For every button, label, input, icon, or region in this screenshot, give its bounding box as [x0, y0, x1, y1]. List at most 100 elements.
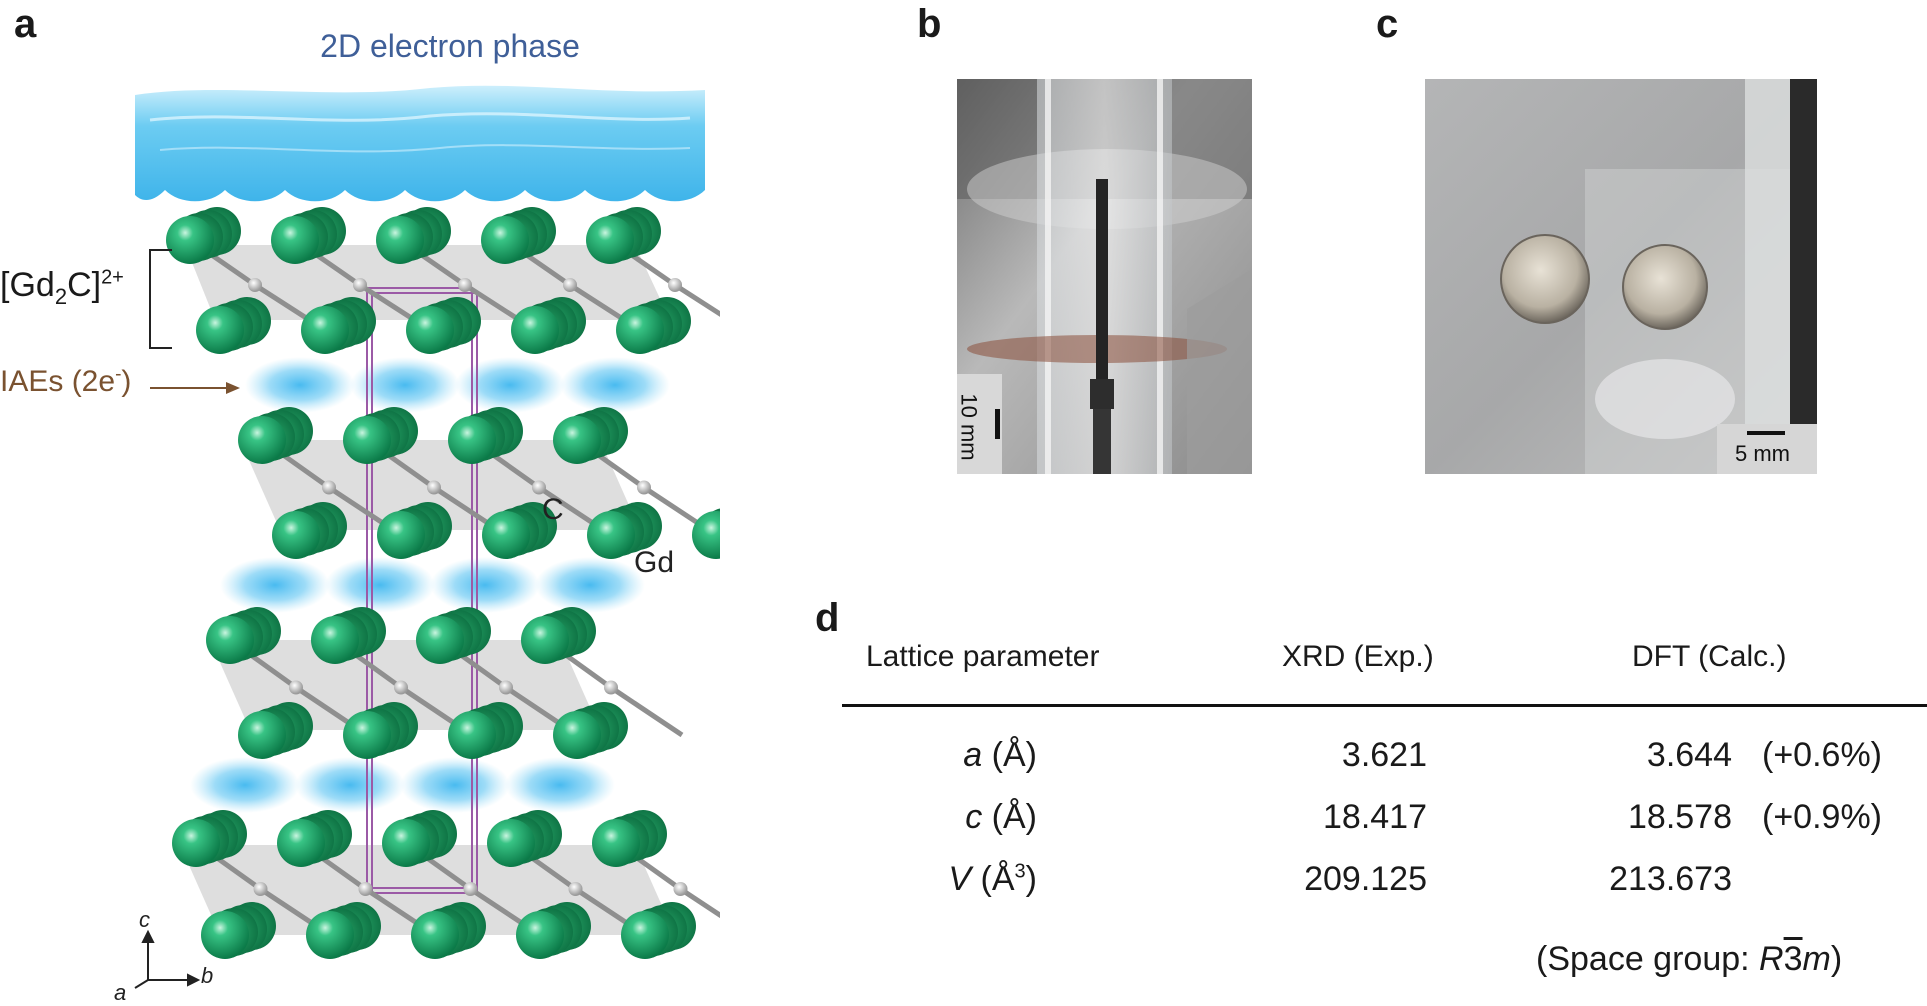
gd-atom — [586, 216, 634, 264]
layer-bracket — [149, 249, 172, 349]
gd-atom — [481, 216, 529, 264]
axis-a-label: a — [114, 980, 127, 1005]
gd-atom — [553, 711, 601, 759]
carbon-atom — [427, 480, 441, 495]
scalebar-b-label: 10 mm — [957, 393, 982, 461]
header-lattice-parameter: Lattice parameter — [866, 640, 1100, 673]
iae-arrow — [150, 382, 240, 394]
scalebar-c-label: 5 mm — [1735, 441, 1790, 466]
carbon-atom — [394, 680, 408, 695]
dft-diff: (+0.9%) — [1762, 798, 1882, 836]
panel-b-letter: b — [917, 2, 942, 46]
electron-phase-title: 2D electron phase — [320, 28, 580, 64]
panel-a-letter: a — [14, 2, 37, 46]
xrd-value: 18.417 — [1323, 798, 1427, 836]
gd-atom — [301, 306, 349, 354]
axis-b-label: b — [201, 963, 214, 988]
photo-c: 5 mm — [1425, 79, 1817, 474]
panel-d-letter: d — [815, 596, 840, 640]
lattice-parameter-table: Lattice parameter XRD (Exp.) DFT (Calc.) — [842, 640, 1927, 700]
gd-atom — [416, 616, 464, 664]
gd-atom — [238, 711, 286, 759]
gd-atom — [277, 819, 325, 867]
gd-atom — [238, 416, 286, 464]
param-cell: V (Å3) — [948, 860, 1037, 898]
photo-b: 10 mm — [957, 79, 1252, 474]
gd-atom — [271, 216, 319, 264]
gd-atom — [343, 416, 391, 464]
gd-atom — [616, 306, 664, 354]
gd-atom — [406, 306, 454, 354]
carbon-atom — [668, 278, 682, 292]
gd-atom — [411, 911, 459, 959]
gd-atom — [376, 216, 424, 264]
param-cell: c (Å) — [965, 798, 1037, 836]
electron-sea — [135, 85, 705, 202]
carbon-atom — [353, 278, 367, 292]
space-group-note: (Space group: R3m) — [1536, 940, 1843, 978]
param-cell: a (Å) — [963, 736, 1037, 774]
header-xrd: XRD (Exp.) — [1282, 640, 1434, 673]
gd-atom — [306, 911, 354, 959]
gd-atom — [382, 819, 430, 867]
dft-value: 18.578 — [1628, 798, 1732, 836]
gd-atom — [516, 911, 564, 959]
axis-c-label: c — [139, 907, 150, 932]
gd-atom — [587, 511, 635, 559]
dft-value: 3.644 — [1646, 736, 1732, 774]
iae-label: IAEs (2e-) — [0, 364, 132, 398]
carbon-atom — [463, 882, 478, 896]
table-header-rule — [842, 704, 1927, 707]
dft-diff: (+0.6%) — [1762, 736, 1882, 774]
gd-atom — [343, 711, 391, 759]
gd-atom — [521, 616, 569, 664]
carbon-atom — [248, 278, 262, 292]
gd-atoms — [166, 207, 720, 959]
carbon-atom — [253, 882, 268, 896]
gadolinium-atom-label: Gd — [634, 546, 675, 579]
gd-atom — [448, 416, 496, 464]
gd-atom — [448, 711, 496, 759]
gd-c-bond — [673, 282, 720, 317]
gd2c-formula-label: [Gd2C]2+ — [0, 266, 124, 309]
electron-clouds — [190, 357, 670, 813]
gd-atom — [206, 616, 254, 664]
carbon-atom — [568, 882, 583, 896]
carbon-atom — [532, 480, 546, 495]
panel-c-letter: c — [1376, 2, 1399, 46]
gd-atom — [511, 306, 559, 354]
gd-c-bond — [679, 886, 720, 919]
carbon-atom — [673, 882, 688, 896]
gd-atom — [272, 511, 320, 559]
axis-indicator — [134, 929, 201, 989]
carbon-atom — [289, 680, 303, 695]
gd-atom — [553, 416, 601, 464]
gd-atom — [201, 911, 249, 959]
carbon-atom — [458, 278, 472, 292]
xrd-value: 3.621 — [1341, 736, 1427, 774]
table-header-row: Lattice parameter XRD (Exp.) DFT (Calc.) — [842, 640, 1927, 700]
xrd-value: 209.125 — [1304, 860, 1427, 898]
carbon-atom — [604, 680, 618, 695]
gd-atom — [196, 306, 244, 354]
gd-atom — [377, 511, 425, 559]
carbon-atom — [499, 680, 513, 695]
gd-c-bond — [609, 685, 684, 738]
gd-atom — [311, 616, 359, 664]
crystal-structure-figure — [134, 85, 720, 989]
gd-atom — [166, 216, 214, 264]
carbon-atom — [358, 882, 373, 896]
unit-cell — [366, 287, 478, 894]
gd-atom — [172, 819, 220, 867]
carbon-atom — [322, 480, 336, 495]
dft-value: 213.673 — [1609, 860, 1732, 898]
gd-atom — [621, 911, 669, 959]
carbon-atom — [637, 480, 651, 495]
gd-atom — [592, 819, 640, 867]
carbon-atom-label: C — [542, 493, 564, 526]
gd-atom — [482, 511, 530, 559]
carbon-atom — [563, 278, 577, 292]
gd-atom — [692, 511, 720, 559]
header-dft: DFT (Calc.) — [1632, 640, 1787, 673]
gd-atom — [487, 819, 535, 867]
